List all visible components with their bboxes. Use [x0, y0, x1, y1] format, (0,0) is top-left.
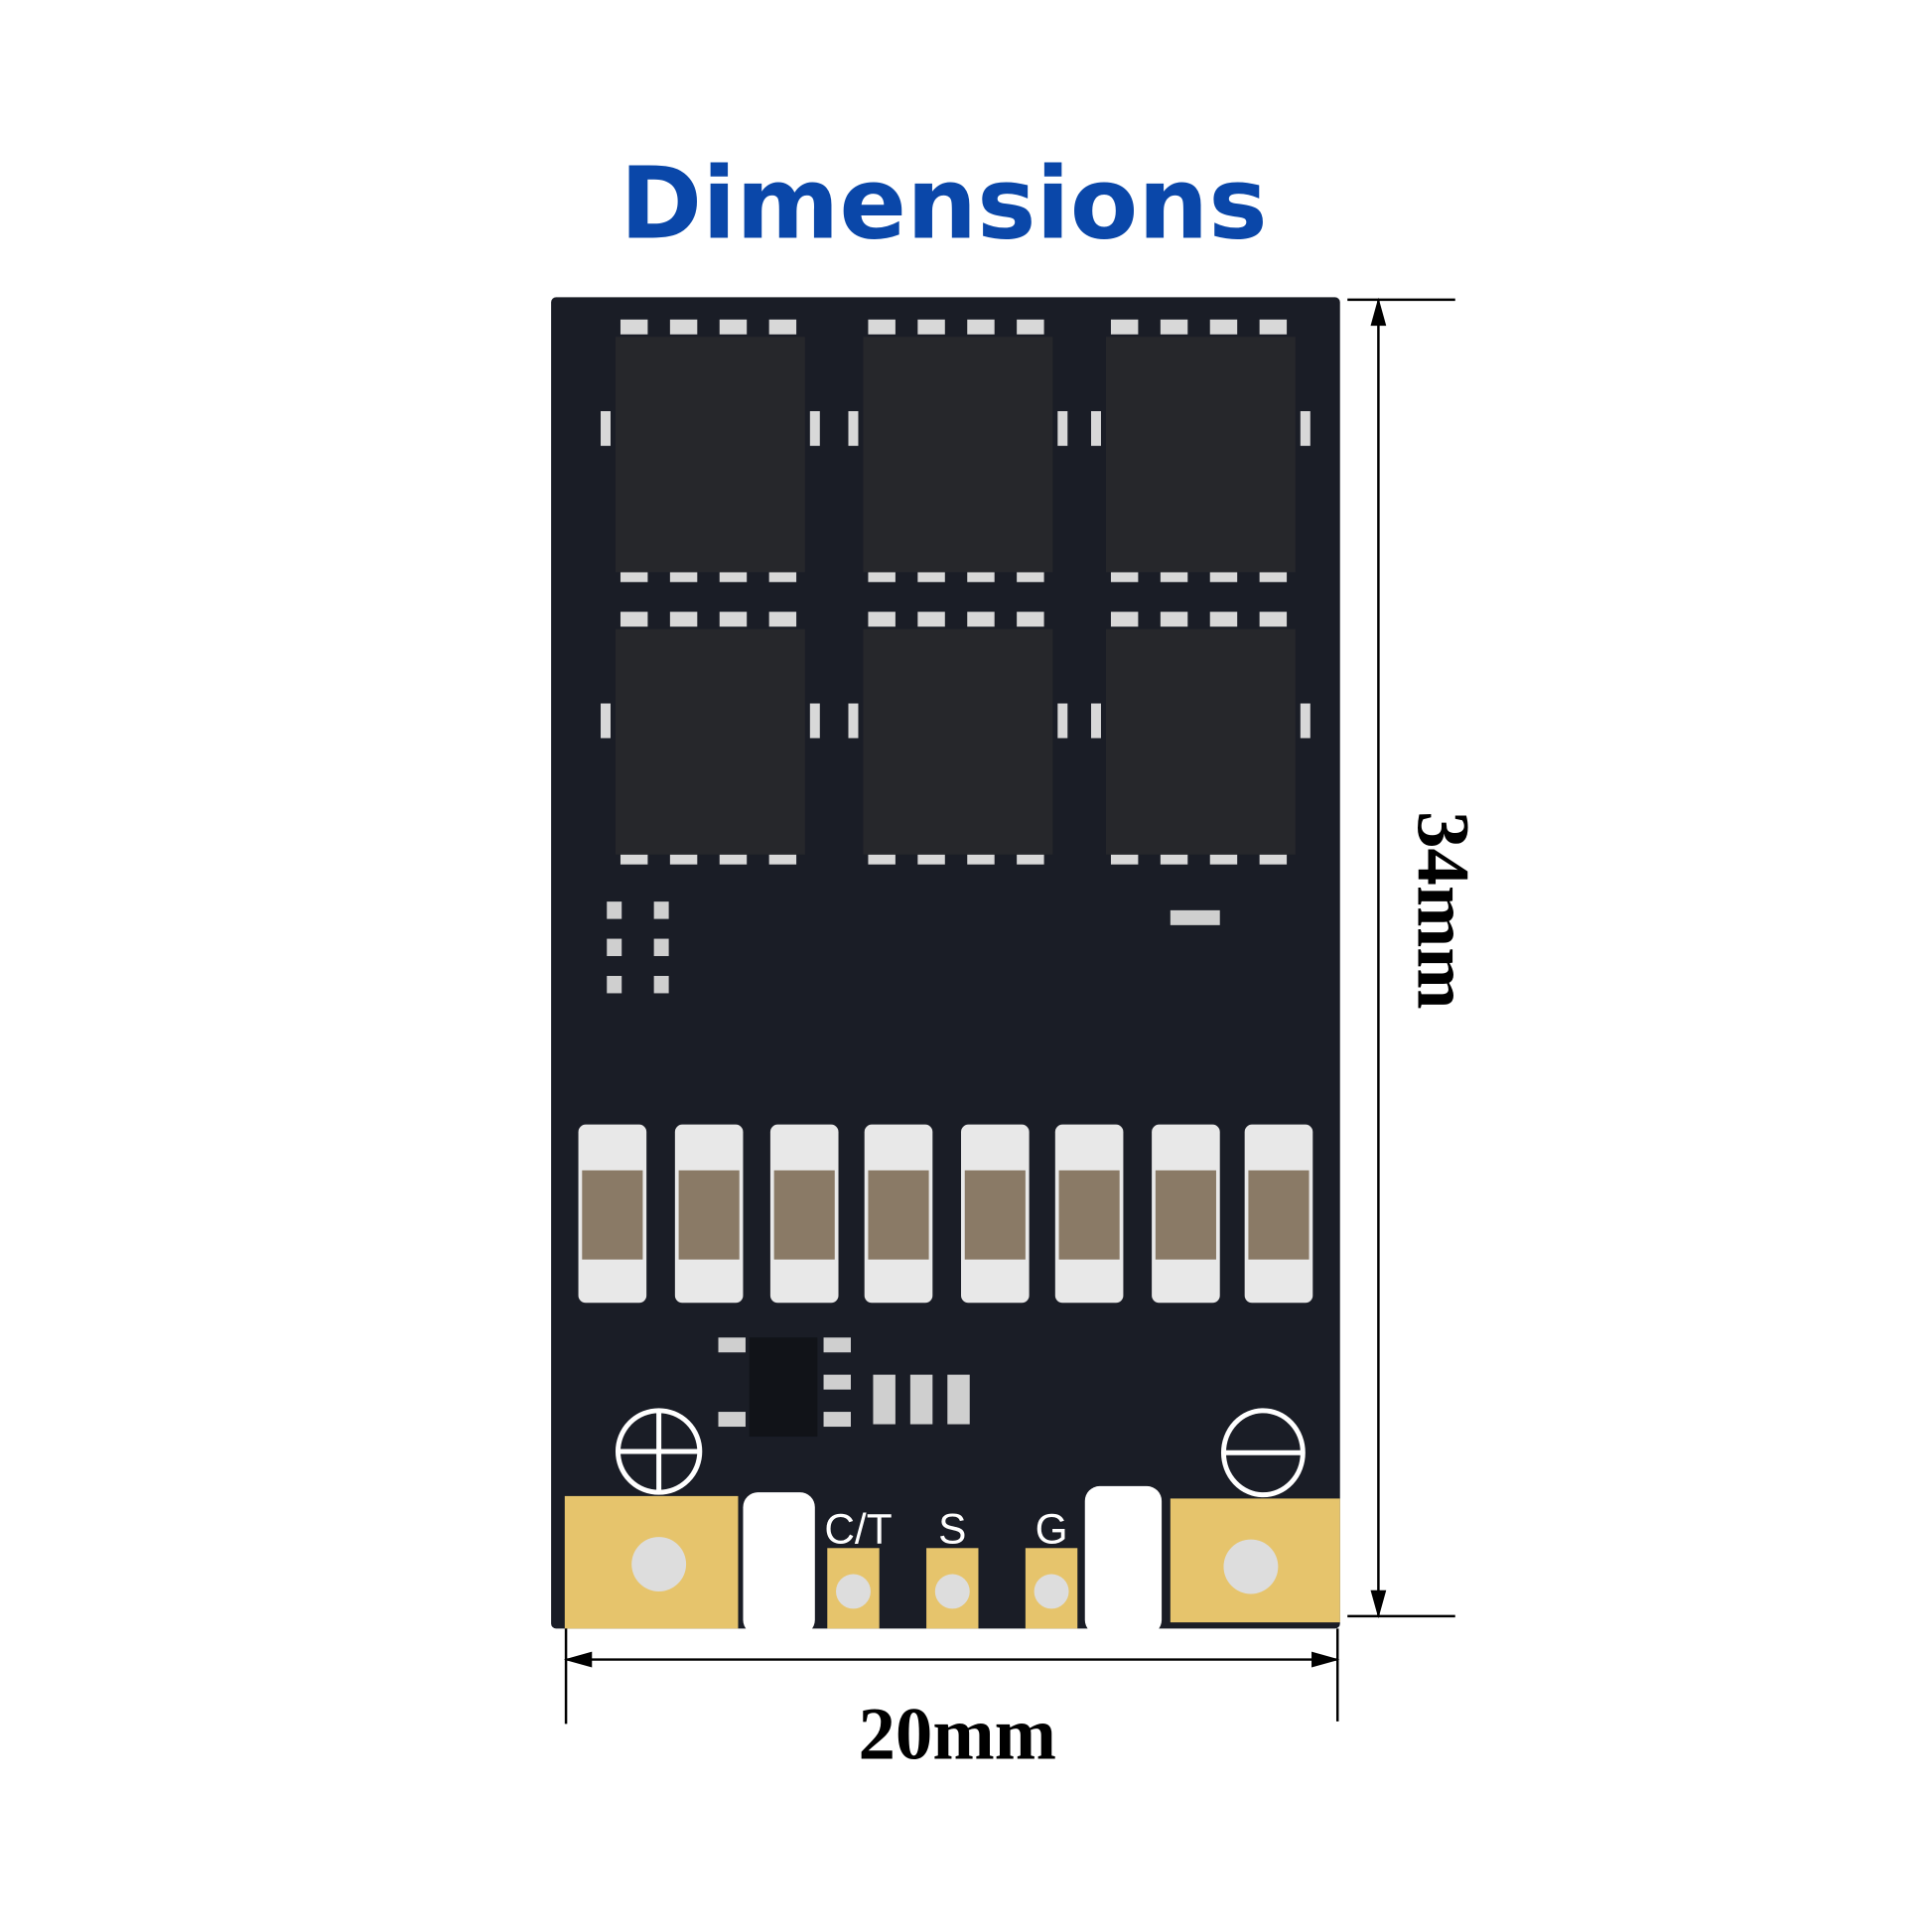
mosfet-pin	[1160, 854, 1188, 865]
mosfet-pin	[967, 572, 995, 583]
board-slot	[743, 1492, 815, 1635]
mosfet-pin	[1017, 854, 1044, 865]
capacitor-body	[773, 1170, 835, 1260]
mosfet-pin	[967, 612, 995, 627]
capacitor-body	[964, 1170, 1026, 1260]
mosfet-pin	[620, 612, 648, 627]
mosfet-pin	[1110, 612, 1139, 627]
mosfet-tab	[601, 703, 611, 739]
width-dimension-line	[563, 1628, 1340, 1725]
mosfet-pin	[768, 854, 797, 865]
small-components	[607, 901, 1220, 1428]
mosfet-tab	[601, 411, 611, 447]
plus-symbol-icon	[615, 1408, 703, 1495]
mosfet-pin	[967, 319, 995, 335]
mosfet-tab	[809, 703, 820, 739]
mosfet-pin	[868, 612, 896, 627]
mosfet-pin	[917, 854, 945, 865]
mosfet-pin	[1209, 319, 1238, 335]
mosfet-pin	[1209, 572, 1238, 583]
capacitor-body	[582, 1170, 643, 1260]
mosfet-chip	[615, 628, 805, 855]
mosfet-pin	[917, 572, 945, 583]
mosfet-pin	[1110, 854, 1139, 865]
capacitor-group	[578, 1124, 1313, 1304]
mosfet-pin	[917, 612, 945, 627]
mosfet-group	[601, 319, 1311, 865]
mosfet-pin	[719, 854, 748, 865]
mosfet-pin	[669, 572, 698, 583]
capacitor-body	[678, 1170, 740, 1260]
mosfet-pin	[1017, 572, 1044, 583]
mosfet-tab	[809, 411, 820, 447]
mosfet-pin	[719, 319, 748, 335]
pad-hole	[1223, 1539, 1279, 1594]
mosfet-chip	[1105, 337, 1296, 573]
mosfet-chip	[1105, 628, 1296, 855]
mosfet-tab	[1090, 703, 1101, 739]
mosfet-pin	[1017, 319, 1044, 335]
mosfet-pin	[1110, 572, 1139, 583]
board-slot	[1084, 1485, 1163, 1635]
mosfet-pin	[620, 854, 648, 865]
capacitor-body	[1155, 1170, 1216, 1260]
mosfet-chip	[863, 337, 1053, 573]
mosfet-pin	[1259, 319, 1288, 335]
mosfet-tab	[1300, 703, 1311, 739]
mosfet-pin	[1110, 319, 1139, 335]
mosfet-tab	[1090, 411, 1101, 447]
mosfet-pin	[967, 854, 995, 865]
mosfet-chip	[615, 337, 805, 573]
page-title: Dimensions	[620, 146, 1267, 262]
mosfet-pin	[768, 319, 797, 335]
mosfet-tab	[1057, 411, 1068, 447]
mosfet-tab	[848, 411, 859, 447]
capacitor-body	[1248, 1170, 1310, 1260]
pad-hole	[836, 1574, 871, 1609]
mosfet-pin	[1160, 572, 1188, 583]
s-label: S	[938, 1505, 966, 1552]
mosfet-pin	[1259, 854, 1288, 865]
capacitor-body	[1058, 1170, 1120, 1260]
mosfet-pin	[917, 319, 945, 335]
mosfet-pin	[868, 854, 896, 865]
mosfet-pin	[1160, 612, 1188, 627]
mosfet-pin	[1259, 572, 1288, 583]
pad-hole	[1034, 1574, 1069, 1609]
mosfet-tab	[848, 703, 859, 739]
g-label: G	[1035, 1505, 1068, 1552]
mosfet-pin	[1259, 612, 1288, 627]
mosfet-pin	[1209, 854, 1238, 865]
pad-hole	[934, 1574, 970, 1609]
mosfet-pin	[1160, 319, 1188, 335]
mosfet-pin	[620, 572, 648, 583]
mosfet-pin	[719, 572, 748, 583]
pad-hole	[631, 1537, 687, 1591]
mosfet-pin	[1017, 612, 1044, 627]
mosfet-chip	[863, 628, 1053, 855]
width-label: 20mm	[859, 1693, 1057, 1775]
mosfet-pin	[868, 572, 896, 583]
capacitor-body	[868, 1170, 929, 1260]
mosfet-pin	[719, 612, 748, 627]
mosfet-pin	[1209, 612, 1238, 627]
mosfet-tab	[1057, 703, 1068, 739]
ic-chip	[749, 1337, 818, 1438]
height-dimension-line	[1347, 297, 1455, 1619]
minus-symbol-icon	[1220, 1408, 1306, 1498]
ct-label: C/T	[824, 1505, 892, 1552]
height-label: 34mm	[1401, 811, 1483, 1010]
mosfet-pin	[669, 854, 698, 865]
mosfet-tab	[1300, 411, 1311, 447]
mosfet-pin	[620, 319, 648, 335]
mosfet-pin	[868, 319, 896, 335]
mosfet-pin	[768, 572, 797, 583]
mosfet-pin	[669, 319, 698, 335]
mosfet-pin	[669, 612, 698, 627]
mosfet-pin	[768, 612, 797, 627]
